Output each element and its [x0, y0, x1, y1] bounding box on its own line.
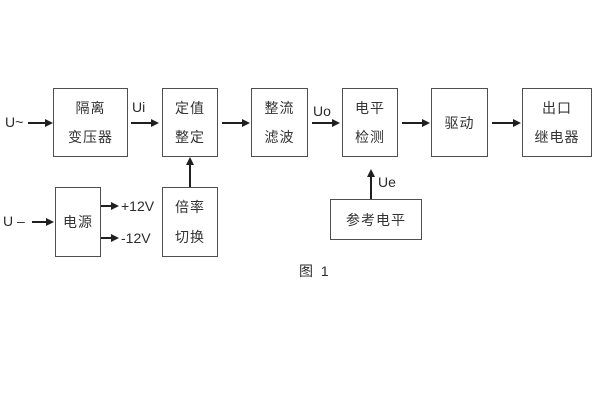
- block-isolation-transformer: 隔离 变压器: [53, 88, 128, 157]
- block-label: 检测: [355, 129, 385, 145]
- block-label: 倍率: [175, 199, 205, 216]
- block-label: 整流: [264, 100, 295, 116]
- arrow-udc-to-power-icon: [32, 221, 46, 223]
- block-label: 电平: [355, 100, 385, 116]
- block-drive: 驱动: [431, 88, 488, 157]
- label-plus12v: +12V: [121, 198, 155, 214]
- arrow-power-minus12v-icon: [101, 237, 111, 239]
- block-label: 驱动: [444, 114, 475, 131]
- arrow-power-plus12v-icon: [101, 205, 111, 207]
- arrow-rateswitch-to-setting-icon: [189, 165, 191, 187]
- block-reference-level: 参考电平: [330, 199, 422, 240]
- block-setting-adjust: 定值 整定: [162, 88, 218, 157]
- label-ui: Ui: [132, 99, 146, 115]
- block-output-relay: 出口 继电器: [522, 88, 592, 157]
- block-label: 继电器: [534, 129, 580, 145]
- block-label: 切换: [175, 228, 205, 245]
- block-rectify-filter: 整流 滤波: [251, 88, 308, 157]
- block-label: 变压器: [68, 129, 113, 145]
- block-label: 整定: [175, 129, 205, 145]
- arrow-rectifier-to-leveldetect-icon: [312, 122, 332, 124]
- arrow-leveldetect-to-drive-icon: [402, 122, 422, 124]
- arrow-drive-to-relay-icon: [492, 122, 513, 124]
- block-label: 电源: [63, 214, 93, 230]
- label-uo: Uo: [313, 103, 331, 119]
- figure-caption: 图 1: [299, 263, 331, 279]
- arrow-setting-to-rectifier-icon: [222, 122, 242, 124]
- block-rate-switch: 倍率 切换: [162, 187, 218, 257]
- block-label: 滤波: [264, 129, 295, 145]
- label-input-ac: U~: [5, 114, 24, 130]
- block-label: 隔离: [75, 100, 106, 116]
- block-label: 参考电平: [346, 211, 406, 228]
- arrow-uac-to-transformer-icon: [28, 122, 45, 124]
- block-label: 出口: [542, 100, 572, 116]
- label-ue: Ue: [378, 174, 396, 190]
- arrow-transformer-to-setting-icon: [131, 122, 151, 124]
- label-minus12v: -12V: [121, 230, 151, 246]
- block-level-detect: 电平 检测: [342, 88, 398, 157]
- block-power-supply: 电源: [55, 187, 101, 257]
- arrow-reference-to-leveldetect-icon: [370, 177, 372, 199]
- block-label: 定值: [175, 100, 205, 116]
- label-input-dc: U –: [3, 213, 25, 229]
